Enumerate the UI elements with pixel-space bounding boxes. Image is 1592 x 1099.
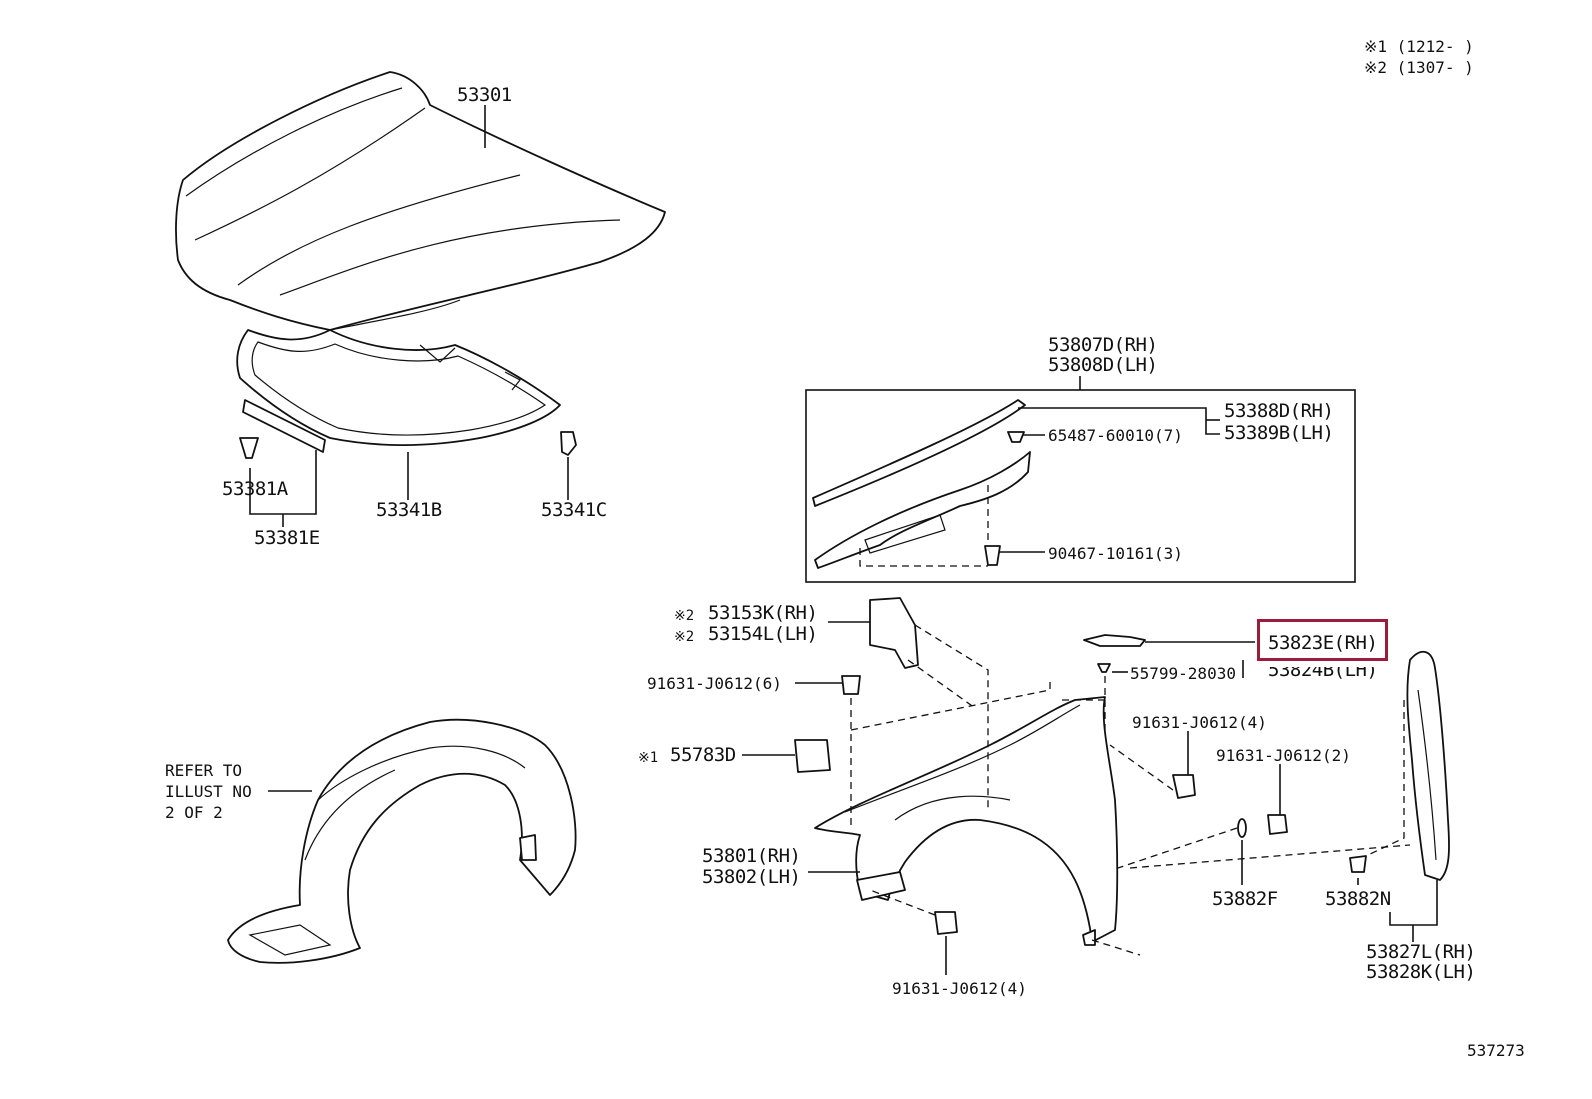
label-fender-seal-lh[interactable]: 53389B(LH) (1224, 422, 1334, 444)
label-bracket-note-lh: ※2 (674, 629, 695, 645)
label-hood[interactable]: 53301 (457, 84, 512, 106)
label-side-seal-lh[interactable]: 53828K(LH) (1366, 961, 1476, 983)
label-protector-rh[interactable]: 53823E(RH) (1268, 632, 1378, 654)
figure-id: 537273 (1467, 1041, 1525, 1060)
label-cowl-seal-rh[interactable]: 53807D(RH) (1048, 334, 1158, 356)
label-cushion-note: ※1 (638, 750, 659, 766)
fender-liner-drawing (227, 718, 577, 964)
label-clip-55799[interactable]: 55799-28030 (1130, 664, 1236, 683)
highlight-box (1257, 619, 1388, 661)
label-cowl-seal-lh[interactable]: 53808D(LH) (1048, 354, 1158, 376)
hood-insulator-drawing (236, 329, 577, 527)
label-protector-lh[interactable]: 53824B(LH) (1268, 659, 1378, 681)
fender-drawing (808, 696, 1119, 946)
label-bolt-mid[interactable]: 91631-J0612(4) (1132, 713, 1267, 732)
label-washer[interactable]: 53882F (1212, 888, 1278, 910)
label-hood-seal-set[interactable]: 53381E (254, 527, 320, 549)
label-bracket-note-rh: ※2 (674, 608, 695, 624)
hood-drawing (175, 71, 666, 331)
label-liner-ref-3[interactable]: 2 OF 2 (165, 803, 223, 822)
label-insulator-clip-right[interactable]: 53341C (541, 499, 607, 521)
label-bracket-rh[interactable]: 53153K(RH) (708, 602, 818, 624)
label-clip-65487[interactable]: 65487-60010(7) (1048, 426, 1183, 445)
seal-box (805, 376, 1356, 583)
label-hood-insulator[interactable]: 53341B (376, 499, 442, 521)
label-clip-53882n[interactable]: 53882N (1325, 888, 1391, 910)
label-insulator-clip-left[interactable]: 53381A (222, 478, 288, 500)
label-fender-seal-rh[interactable]: 53388D(RH) (1224, 400, 1334, 422)
label-side-seal-rh[interactable]: 53827L(RH) (1366, 941, 1476, 963)
label-liner-ref-1[interactable]: REFER TO (165, 761, 243, 780)
note-2: ※2 (1307- ) (1364, 58, 1474, 77)
fender-small-parts (742, 597, 1450, 975)
label-bolt-upper[interactable]: 91631-J0612(6) (647, 674, 782, 693)
label-fender-lh[interactable]: 53802(LH) (702, 866, 801, 888)
label-fender-rh[interactable]: 53801(RH) (702, 845, 801, 867)
label-bolt-bottom[interactable]: 91631-J0612(4) (892, 979, 1027, 998)
label-liner-ref-2[interactable]: ILLUST NO (165, 782, 252, 801)
label-bolt-right[interactable]: 91631-J0612(2) (1216, 746, 1351, 765)
note-1: ※1 (1212- ) (1364, 37, 1474, 56)
label-bracket-lh[interactable]: 53154L(LH) (708, 623, 818, 645)
label-cushion[interactable]: 55783D (670, 744, 736, 766)
label-screw-90467[interactable]: 90467-10161(3) (1048, 544, 1183, 563)
